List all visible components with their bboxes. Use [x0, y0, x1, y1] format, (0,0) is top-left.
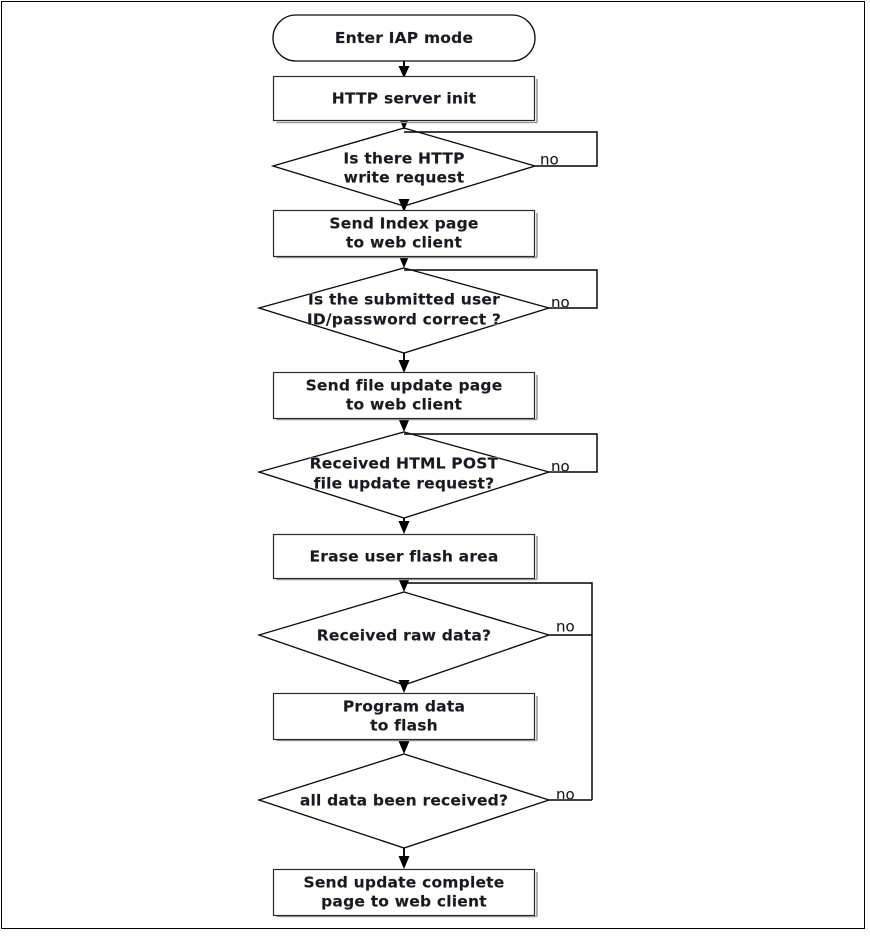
program-data-to-flash-label-line2: to flash	[370, 717, 438, 735]
edge-alldata-yes	[398, 848, 410, 869]
edge-label-raw-no: no	[556, 618, 575, 636]
received-html-post-request-label-line2: file update request?	[314, 475, 495, 493]
all-data-been-received-shape	[256, 753, 552, 849]
send-index-page-label-line1: Send Index page	[329, 215, 478, 233]
node-received-html-post-request[interactable]: Received HTML POST file update request?	[256, 431, 552, 519]
received-html-post-request-label-line1: Received HTML POST	[310, 455, 499, 473]
erase-user-flash-area-label: Erase user flash area	[309, 548, 498, 566]
received-raw-data-label: Received raw data?	[317, 627, 491, 645]
is-user-id-password-correct-label-line2: ID/password correct ?	[307, 311, 501, 329]
edge-label-post-no: no	[551, 458, 570, 476]
node-is-user-id-password-correct[interactable]: Is the submitted user ID/password correc…	[256, 267, 552, 354]
node-send-index-page[interactable]: Send Index page to web client	[272, 209, 538, 259]
edge-auth-yes	[398, 353, 410, 373]
is-there-http-write-request-label-line1: Is there HTTP	[343, 150, 464, 168]
node-program-data-to-flash[interactable]: Program data to flash	[272, 692, 538, 742]
node-all-data-been-received[interactable]: all data been received?	[256, 753, 552, 849]
send-file-update-page-shape	[272, 371, 536, 420]
http-server-init-label: HTTP server init	[332, 90, 477, 108]
send-index-page-shape	[272, 209, 536, 258]
program-data-to-flash-shape	[272, 692, 536, 741]
enter-iap-mode-shape	[272, 14, 536, 62]
send-file-update-page-label-line2: to web client	[346, 396, 463, 414]
edge-label-auth-no: no	[551, 294, 570, 312]
edge-label-httpreq-no: no	[540, 151, 559, 169]
node-erase-user-flash-area[interactable]: Erase user flash area	[272, 533, 538, 581]
is-user-id-password-correct-shape	[256, 267, 552, 354]
node-send-update-complete-page[interactable]: Send update complete page to web client	[272, 868, 538, 918]
edge-post-no-loop	[404, 433, 598, 473]
edge-auth-no-loop	[404, 269, 598, 309]
is-there-http-write-request-label-line2: write request	[344, 169, 465, 187]
node-is-there-http-write-request[interactable]: Is there HTTP write request	[270, 127, 538, 207]
send-file-update-page-label-line1: Send file update page	[306, 377, 503, 395]
edge-label-alldata-no: no	[556, 786, 575, 804]
received-html-post-request-shape	[256, 431, 552, 519]
send-update-complete-page-label-line1: Send update complete	[303, 874, 504, 892]
node-http-server-init[interactable]: HTTP server init	[272, 75, 538, 124]
send-update-complete-page-shape	[272, 868, 536, 917]
edge-httpreq-no-loop	[404, 131, 598, 167]
http-server-init-shape	[272, 75, 536, 122]
node-send-file-update-page[interactable]: Send file update page to web client	[272, 371, 538, 421]
edge-lower-no-loop-trunk	[404, 582, 593, 801]
is-there-http-write-request-shape	[270, 127, 538, 207]
edge-post-yes	[398, 518, 410, 534]
erase-user-flash-area-shape	[272, 533, 536, 580]
edge-raw-yes	[398, 680, 410, 693]
send-index-page-label-line2: to web client	[346, 234, 463, 252]
enter-iap-mode-label: Enter IAP mode	[335, 29, 473, 47]
all-data-been-received-label: all data been received?	[300, 792, 508, 810]
received-raw-data-shape	[256, 591, 552, 686]
node-received-raw-data[interactable]: Received raw data?	[256, 591, 552, 686]
edge-enter-to-init	[398, 61, 410, 78]
edge-label-layer: no no no no no	[540, 150, 575, 804]
send-update-complete-page-label-line2: page to web client	[321, 893, 487, 911]
program-data-to-flash-label-line1: Program data	[343, 698, 465, 716]
node-enter-iap-mode[interactable]: Enter IAP mode	[272, 14, 536, 62]
is-user-id-password-correct-label-line1: Is the submitted user	[308, 291, 500, 309]
